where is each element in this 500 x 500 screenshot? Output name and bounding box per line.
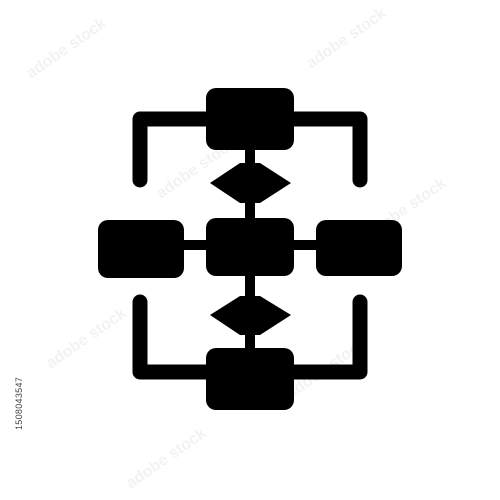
upper-diamond <box>210 163 291 203</box>
top-box <box>206 88 294 150</box>
right-box <box>316 220 402 276</box>
lower-diamond <box>210 296 291 335</box>
connector-left <box>132 111 218 188</box>
left-box <box>98 220 184 278</box>
connector-right <box>282 111 368 188</box>
bottom-box <box>206 348 294 410</box>
stock-id-label: 1508043547 <box>14 376 24 430</box>
center-box <box>206 218 294 276</box>
connector-right-lower <box>282 294 368 380</box>
connector-left-lower <box>132 294 218 380</box>
